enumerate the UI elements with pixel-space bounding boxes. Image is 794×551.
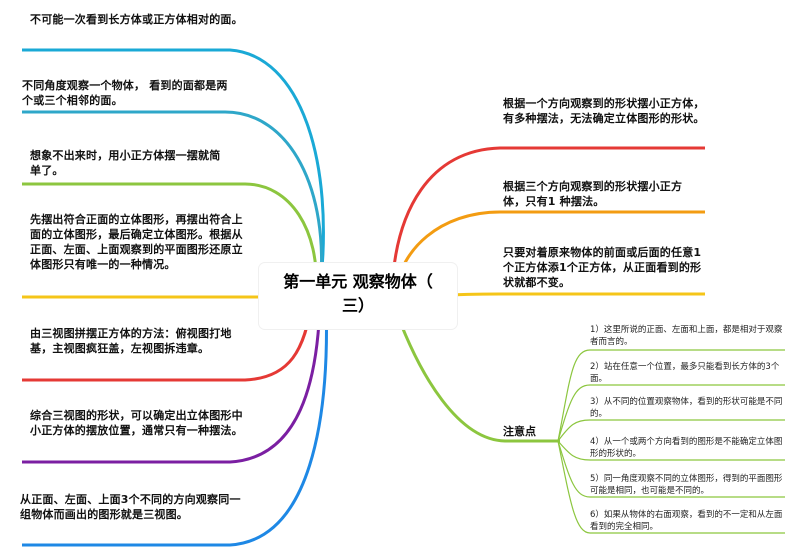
note-line-4 — [557, 440, 785, 461]
note-label[interactable]: 注意点 — [503, 425, 536, 438]
branch-left-7 — [22, 299, 328, 547]
left-node-4[interactable]: 先摆出符合正面的立体图形，再摆出符合上面的立体图形，最后确定立体图形。根据从正面… — [30, 213, 243, 271]
left-node-6[interactable]: 综合三视图的形状，可以确定出立体图形中小正方体的摆放位置，通常只有一种摆法。 — [30, 409, 243, 437]
left-node-5[interactable]: 由三视图拼摆正方体的方法：俯视图打地基，主视图疯狂盖，左视图拆违章。 — [30, 327, 232, 355]
central-topic-line-1: 第一单元 观察物体（ — [283, 272, 433, 291]
note-line-3 — [557, 419, 785, 442]
note-line-1 — [557, 349, 785, 442]
note-item-5[interactable]: 5）同一角度观察不同的立体图形，得到的平面图形可能是相同，也可能是不同的。 — [590, 474, 783, 496]
right-node-1[interactable]: 根据一个方向观察到的形状摆小正方体，有多种摆法，无法确定立体图形的形状。 — [503, 97, 705, 125]
note-line-5 — [557, 440, 785, 498]
left-node-2[interactable]: 不同角度观察一个物体， 看到的面都是两个或三个相邻的面。 — [22, 79, 228, 107]
branch-right-note — [390, 299, 560, 443]
note-item-2[interactable]: 2）站在任意一个位置，最多只能看到长方体的3个面。 — [590, 362, 780, 384]
note-item-6[interactable]: 6）如果从物体的右面观察，看到的不一定和从左面看到的完全相同。 — [590, 510, 783, 532]
branch-left-2 — [22, 110, 323, 291]
left-node-3[interactable]: 想象不出来时，用小正方体摆一摆就简单了。 — [30, 149, 221, 177]
central-topic: 第一单元 观察物体（ 三） — [259, 270, 457, 318]
right-node-2[interactable]: 根据三个方向观察到的形状摆小正方体，只有1 种摆法。 — [503, 180, 683, 208]
branch-left-4 — [22, 291, 299, 299]
branch-left-6 — [22, 299, 322, 464]
right-node-3[interactable]: 只要对着原来物体的前面或后面的任意1个正方体添1个正方体，从正面看到的形状就都不… — [503, 246, 702, 289]
note-line-2 — [557, 384, 785, 442]
branch-right-1 — [390, 146, 705, 293]
branch-left-1 — [22, 48, 325, 291]
note-item-3[interactable]: 3）从不同的位置观察物体，看到的形状可能是不同的。 — [590, 397, 783, 419]
note-item-1[interactable]: 1）这里所说的正面、左面和上面，都是相对于观察者而言的。 — [590, 325, 783, 347]
central-topic-line-2: 三） — [341, 296, 374, 315]
note-line-6 — [557, 440, 785, 534]
central-topic-box[interactable] — [259, 263, 457, 329]
left-node-1[interactable]: 不可能一次看到长方体或正方体相对的面。 — [30, 13, 243, 26]
left-node-7[interactable]: 从正面、左面、上面3个不同的方向观察同一组物体而画出的图形就是三视图。 — [20, 493, 241, 521]
note-item-4[interactable]: 4）从一个或两个方向看到的图形是不能确定立体图形的形状的。 — [590, 437, 783, 459]
